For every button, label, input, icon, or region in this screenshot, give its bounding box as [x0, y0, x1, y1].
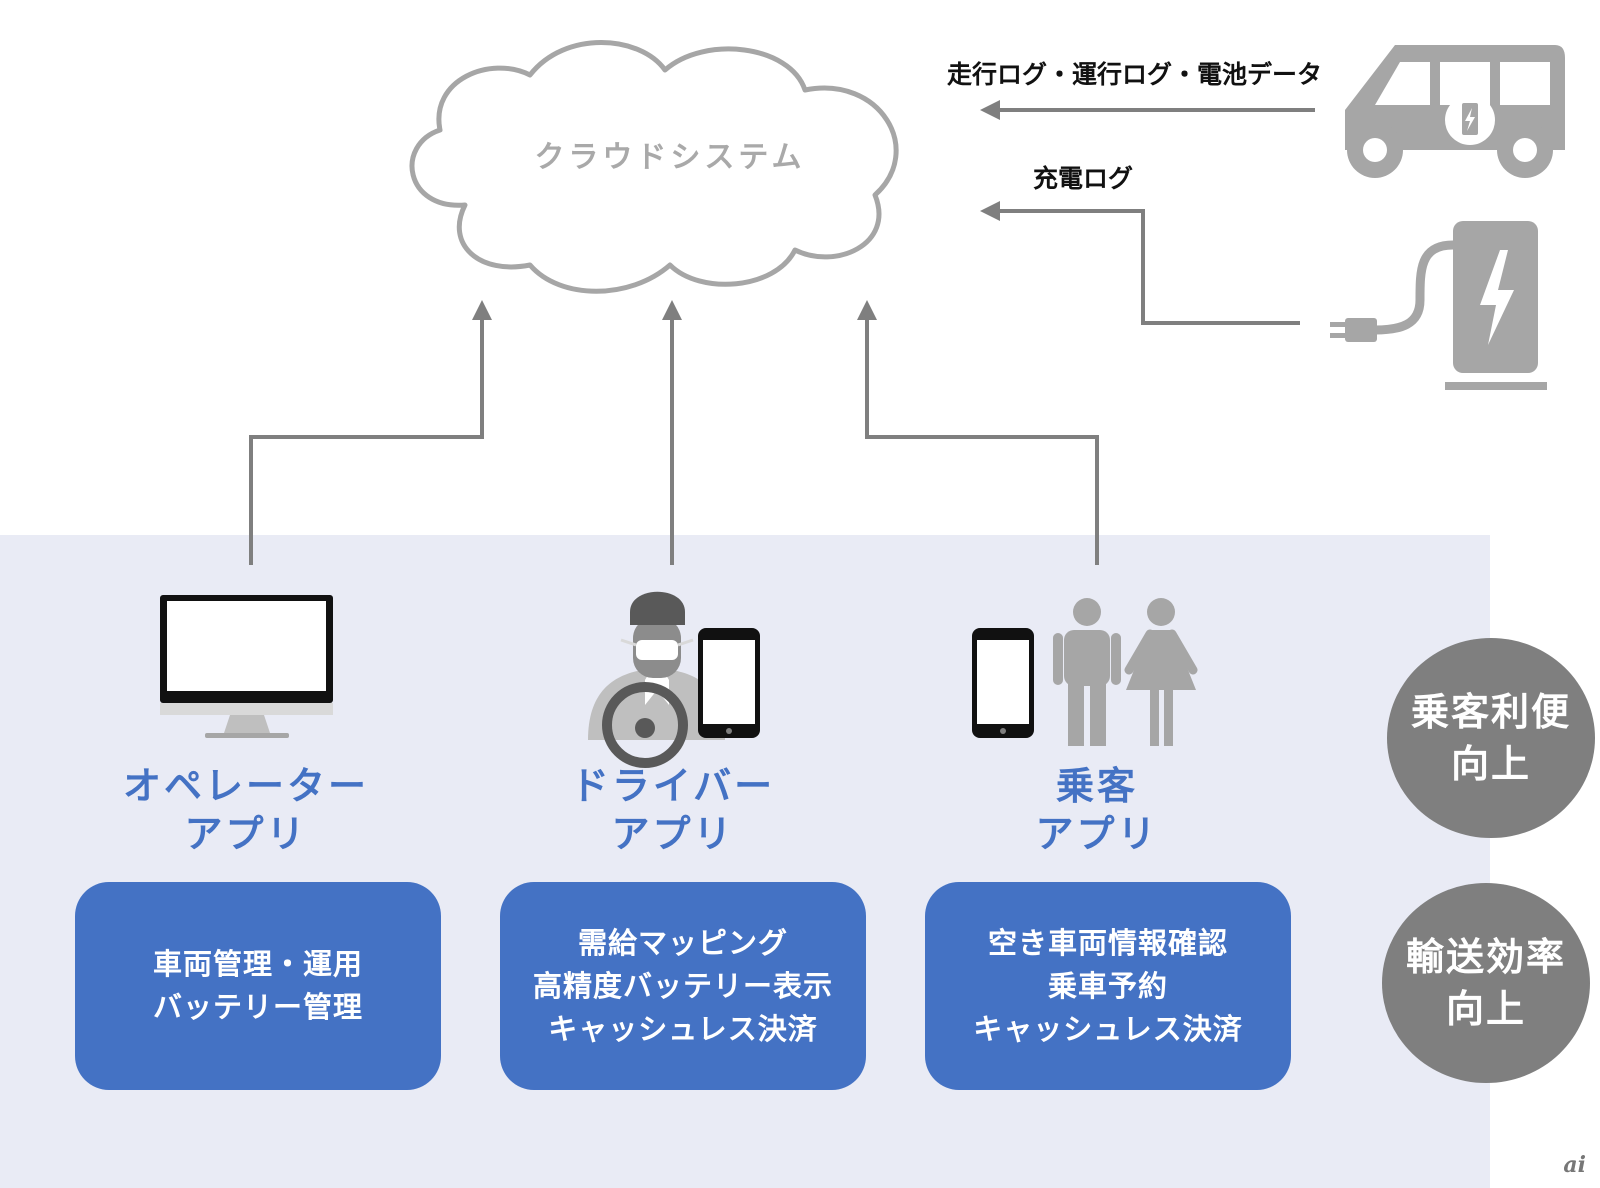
passenger-app-title: 乗客 アプリ — [917, 762, 1277, 858]
ev-charger-icon — [1330, 221, 1547, 390]
cloud-system-label: クラウドシステム — [534, 140, 806, 175]
charging-log-label: 充電ログ — [1033, 164, 1134, 193]
operator-app-title-line1: オペレーター — [122, 764, 369, 808]
monitor-icon — [160, 595, 333, 738]
driver-app-title-line1: ドライバー — [570, 764, 776, 808]
passengers-icon — [1053, 598, 1198, 746]
driver-features-box: 需給マッピング 高精度バッテリー表示 キャッシュレス決済 — [500, 882, 866, 1090]
driver-app-title-line2: アプリ — [611, 812, 735, 856]
feature-item: 車両管理・運用 — [152, 947, 363, 981]
cloud-icon — [409, 40, 899, 294]
feature-item: キャッシュレス決済 — [548, 1011, 818, 1046]
passenger-features-box: 空き車両情報確認 乗車予約 キャッシュレス決済 — [925, 882, 1291, 1090]
benefit-transport-efficiency: 輸送効率 向上 — [1382, 883, 1590, 1083]
benefit-passenger-convenience: 乗客利便 向上 — [1387, 638, 1595, 838]
passenger-app-title-line2: アプリ — [1035, 812, 1159, 856]
vehicle-data-label: 走行ログ・運行ログ・電池データ — [947, 60, 1323, 89]
operator-app-title-line2: アプリ — [184, 812, 308, 856]
feature-item: 需給マッピング — [577, 925, 788, 960]
feature-item: バッテリー管理 — [152, 990, 363, 1024]
feature-item: 高精度バッテリー表示 — [532, 968, 833, 1003]
smartphone-icon — [972, 628, 1034, 738]
benefit-line2: 向上 — [1445, 987, 1526, 1031]
passenger-app-title-line1: 乗客 — [1055, 764, 1138, 808]
feature-item: 空き車両情報確認 — [987, 925, 1228, 960]
feature-item: 乗車予約 — [1047, 968, 1168, 1003]
driver-app-title: ドライバー アプリ — [493, 762, 853, 858]
operator-features-box: 車両管理・運用 バッテリー管理 — [75, 882, 441, 1090]
smartphone-icon — [698, 628, 760, 738]
passenger-app-arrow — [857, 300, 1099, 565]
driver-icon — [588, 591, 725, 768]
benefit-line1: 輸送効率 — [1405, 935, 1566, 979]
watermark-logo: ai — [1563, 1152, 1586, 1178]
benefit-line1: 乗客利便 — [1410, 690, 1571, 734]
charging-log-arrow — [980, 201, 1300, 325]
operator-app-arrow — [249, 300, 492, 565]
operator-app-title: オペレーター アプリ — [66, 762, 426, 858]
benefit-line2: 向上 — [1450, 742, 1531, 786]
electric-tuk-tuk-icon — [1345, 45, 1565, 178]
feature-item: キャッシュレス決済 — [973, 1011, 1243, 1046]
